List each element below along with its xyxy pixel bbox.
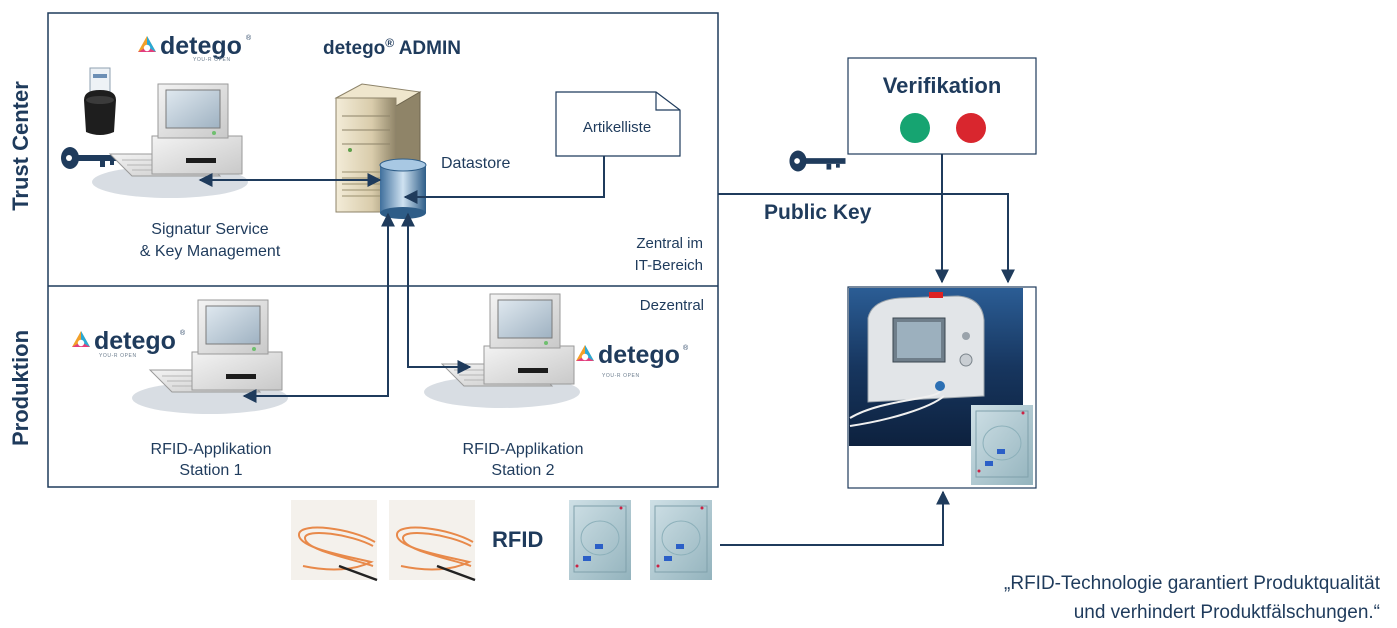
quote-line-1: „RFID-Technologie garantiert Produktqual… bbox=[1004, 573, 1381, 594]
zentral-label-2: IT-Bereich bbox=[635, 257, 703, 274]
station1-label-1: RFID-Applikation bbox=[151, 441, 272, 458]
detego-logo-station-2: detego ® YOU-R OPEN bbox=[576, 341, 689, 379]
key-icon-signatur bbox=[61, 147, 120, 169]
status-red-light bbox=[956, 113, 986, 143]
database-icon bbox=[379, 158, 427, 219]
svg-text:YOU-R OPEN: YOU-R OPEN bbox=[193, 57, 231, 63]
svg-text:®: ® bbox=[180, 329, 186, 337]
svg-text:®: ® bbox=[246, 34, 252, 42]
connector-station2-datastore bbox=[401, 212, 472, 374]
public-key-label: Public Key bbox=[764, 201, 872, 224]
verification-box bbox=[847, 57, 1037, 155]
status-green-light bbox=[900, 113, 930, 143]
svg-text:YOU-R OPEN: YOU-R OPEN bbox=[99, 353, 137, 359]
computer-icon-station-2 bbox=[423, 293, 581, 409]
fiber-cable-image-2 bbox=[387, 498, 477, 582]
rfid-package-image-device bbox=[970, 404, 1034, 486]
signatur-label-1: Signatur Service bbox=[151, 221, 268, 238]
zentral-label-1: Zentral im bbox=[636, 235, 703, 252]
station1-label-2: Station 1 bbox=[179, 462, 242, 479]
artikelliste-label: Artikelliste bbox=[583, 119, 651, 136]
fiber-cable-image-1 bbox=[289, 498, 379, 582]
section-label-produktion: Produktion bbox=[8, 330, 33, 446]
svg-text:detego: detego bbox=[160, 32, 242, 60]
rfid-label: RFID bbox=[492, 527, 543, 552]
connector-public-key-device bbox=[718, 193, 1015, 284]
connector-products-device bbox=[720, 490, 950, 546]
station2-label-1: RFID-Applikation bbox=[463, 441, 584, 458]
card-reader-icon bbox=[84, 67, 116, 135]
verification-title: Verifikation bbox=[883, 73, 1002, 98]
admin-title: detego® ADMIN bbox=[323, 36, 461, 59]
detego-logo-station-1: detego ® YOU-R OPEN bbox=[72, 327, 186, 359]
svg-text:YOU-R OPEN: YOU-R OPEN bbox=[602, 373, 640, 379]
section-label-trust-center: Trust Center bbox=[8, 81, 33, 211]
svg-text:detego: detego bbox=[598, 341, 680, 369]
rfid-package-image-1 bbox=[568, 499, 632, 581]
connector-artikelliste-datastore bbox=[403, 156, 605, 204]
station2-label-2: Station 2 bbox=[491, 462, 554, 479]
signatur-label-2: & Key Management bbox=[140, 243, 281, 260]
svg-text:detego: detego bbox=[94, 327, 176, 355]
document-icon bbox=[555, 91, 681, 157]
connector-station1-datastore bbox=[242, 212, 395, 403]
system-frame bbox=[47, 12, 719, 488]
rfid-package-image-2 bbox=[649, 499, 713, 581]
quote-line-2: und verhindert Produktfälschungen.“ bbox=[1074, 602, 1380, 623]
dezentral-label: Dezentral bbox=[640, 297, 704, 314]
laser-device-image bbox=[849, 288, 1023, 446]
datastore-label: Datastore bbox=[441, 155, 510, 172]
svg-text:®: ® bbox=[683, 344, 689, 352]
detego-logo-trust-center: detego ® YOU-R OPEN bbox=[138, 32, 252, 63]
key-icon-public bbox=[789, 150, 846, 172]
